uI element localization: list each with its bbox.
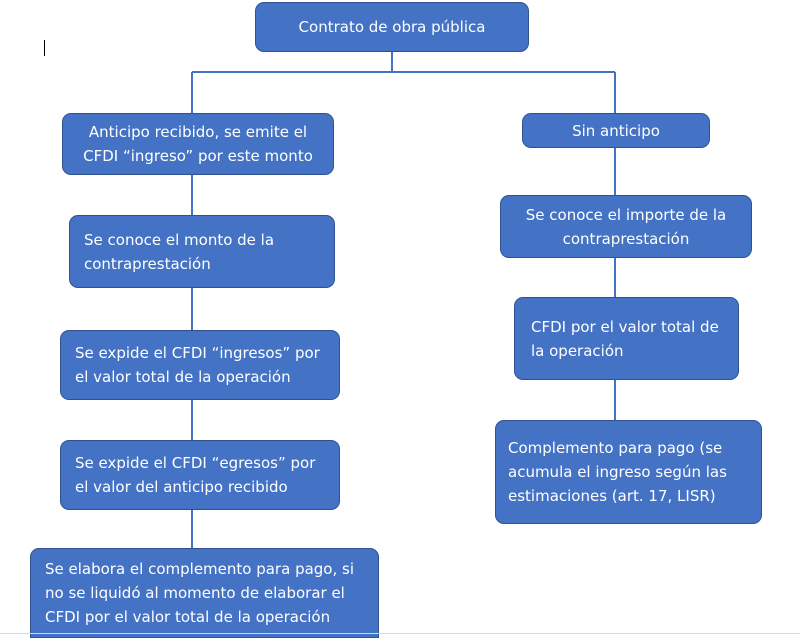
- left-box-egresos[interactable]: Se expide el CFDI “egresos” por el valor…: [60, 440, 340, 510]
- right-box-complemento-label: Complemento para pago (se acumula el ing…: [508, 439, 727, 505]
- left-box-monto[interactable]: Se conoce el monto de la contraprestació…: [69, 215, 335, 288]
- left-box-monto-label: Se conoce el monto de la contraprestació…: [84, 230, 275, 273]
- left-box-ingresos[interactable]: Se expide el CFDI “ingresos” por el valo…: [60, 330, 340, 400]
- right-box-importe[interactable]: Se conoce el importe de la contraprestac…: [500, 195, 752, 258]
- root-label: Contrato de obra pública: [298, 18, 486, 36]
- right-box-cfdi-total[interactable]: CFDI por el valor total de la operación: [514, 297, 739, 380]
- left-box-ingresos-label: Se expide el CFDI “ingresos” por el valo…: [75, 344, 320, 386]
- right-box-sin-anticipo[interactable]: Sin anticipo: [522, 113, 710, 148]
- page-bottom-edge: [0, 633, 800, 634]
- left-box-egresos-label: Se expide el CFDI “egresos” por el valor…: [75, 454, 316, 496]
- left-box-complemento[interactable]: Se elabora el complemento para pago, si …: [30, 548, 379, 638]
- left-box-anticipo[interactable]: Anticipo recibido, se emite el CFDI “ing…: [62, 113, 334, 175]
- text-cursor: [44, 40, 45, 56]
- root-box[interactable]: Contrato de obra pública: [255, 2, 529, 52]
- left-box-anticipo-label: Anticipo recibido, se emite el CFDI “ing…: [83, 123, 313, 165]
- right-box-sin-anticipo-label: Sin anticipo: [572, 121, 660, 140]
- right-box-cfdi-total-label: CFDI por el valor total de la operación: [531, 317, 719, 360]
- right-box-complemento[interactable]: Complemento para pago (se acumula el ing…: [495, 420, 762, 524]
- right-box-importe-label: Se conoce el importe de la contraprestac…: [525, 205, 727, 248]
- left-box-complemento-label: Se elabora el complemento para pago, si …: [45, 560, 354, 626]
